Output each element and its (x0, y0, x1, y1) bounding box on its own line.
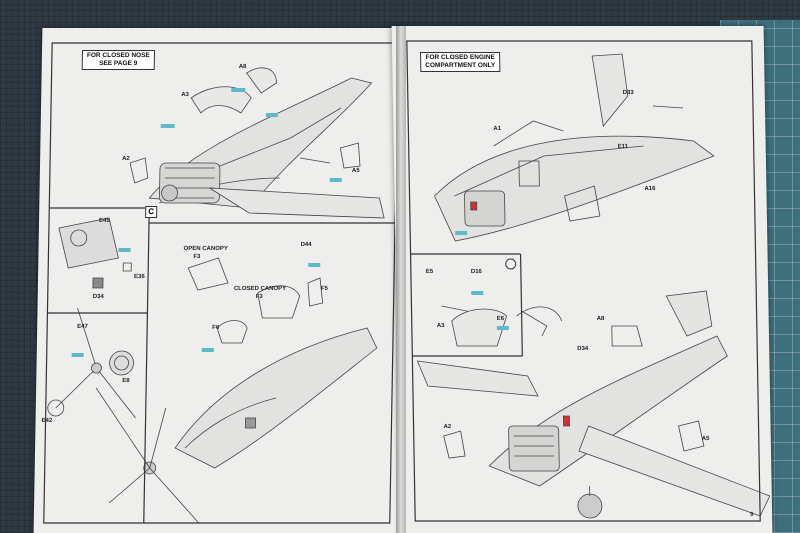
label-a3: A3 (181, 92, 189, 98)
label-a2-right: A2 (443, 424, 452, 430)
book-spine (396, 26, 406, 533)
label-e11: E11 (617, 144, 629, 150)
label-a16: A16 (644, 186, 656, 192)
label-a5: A5 (351, 168, 360, 174)
label-e42: E42 (41, 418, 53, 424)
label-d44: D44 (300, 242, 312, 248)
label-f3-open: F3 (193, 254, 201, 260)
closed-nose-note-line2: SEE PAGE 9 (99, 60, 138, 67)
closed-engine-note: FOR CLOSED ENGINE COMPARTMENT ONLY (420, 52, 501, 72)
label-e6: E6 (496, 316, 505, 322)
label-d34: D34 (92, 294, 104, 300)
label-a8: A8 (238, 64, 247, 70)
closed-engine-note-line2: COMPARTMENT ONLY (425, 62, 496, 69)
label-e36: E36 (134, 274, 145, 280)
label-f3-closed: F3 (255, 294, 263, 300)
right-instruction-page: FOR CLOSED ENGINE COMPARTMENT ONLY D33 A… (391, 26, 773, 533)
label-e8: E8 (122, 378, 130, 384)
left-page-line-art (43, 42, 399, 524)
label-closed-canopy: CLOSED CANOPY (233, 286, 287, 292)
label-open-canopy: OPEN CANOPY (183, 246, 228, 252)
label-f5: F5 (320, 286, 328, 292)
closed-nose-note: FOR CLOSED NOSE SEE PAGE 9 (81, 50, 155, 70)
label-e47: E47 (77, 324, 88, 330)
closed-engine-note-line1: FOR CLOSED ENGINE (425, 54, 495, 61)
label-e45: E45 (98, 218, 110, 224)
right-page-line-art (406, 40, 771, 522)
panel-badge-c: C (145, 206, 158, 218)
label-f6: F6 (212, 325, 220, 331)
label-d34-right: D34 (577, 346, 589, 352)
label-a2: A2 (122, 156, 130, 162)
label-a5-right: A5 (701, 436, 710, 442)
left-instruction-page: FOR CLOSED NOSE SEE PAGE 9 C A3 A8 A2 A5… (33, 28, 409, 533)
page-number: 9 (750, 512, 754, 518)
label-a3-right: A3 (436, 323, 445, 329)
label-d33: D33 (622, 90, 634, 96)
label-d16: D16 (470, 269, 482, 275)
label-a8-right: A8 (596, 316, 605, 322)
label-a1: A1 (493, 126, 502, 132)
label-e5: E5 (425, 269, 434, 275)
closed-nose-note-line1: FOR CLOSED NOSE (86, 52, 150, 59)
